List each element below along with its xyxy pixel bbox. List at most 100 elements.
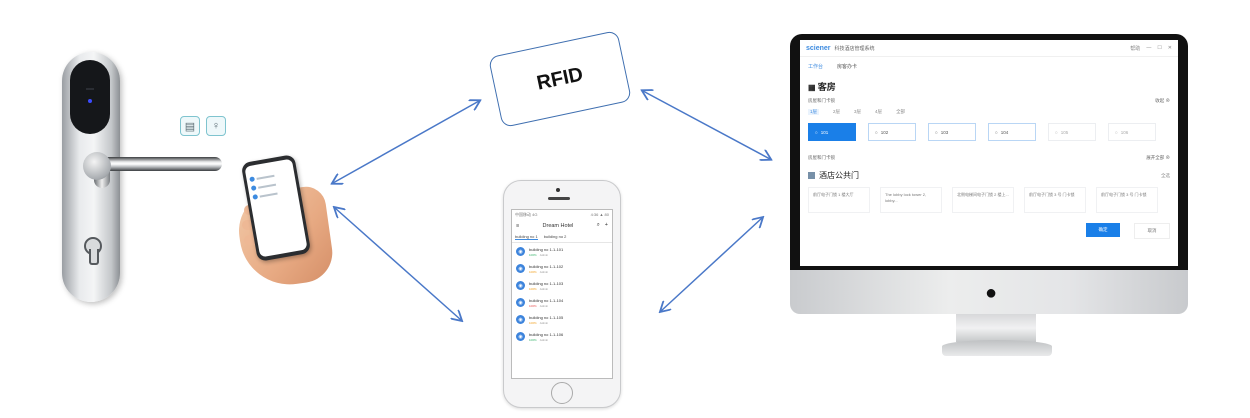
room-name: building no 1-1-103 [529, 280, 564, 286]
status-bar: 中国移动 4G 4:36 ▲ 80 [512, 210, 612, 220]
building-tabs: building no 1 building no 2 [512, 231, 612, 243]
door-icon [808, 172, 815, 179]
room-name: building no 1-1-101 [529, 246, 564, 252]
tab-building-1[interactable]: building no 1 [515, 234, 538, 240]
radio-icon: ○ [815, 129, 818, 135]
radio-icon: ○ [995, 129, 998, 135]
section-header: 房屋和门卡锁 收起 ⊗ [800, 95, 1178, 107]
floor-tab[interactable]: 3层 [854, 109, 862, 114]
room-button[interactable]: ○106 [1108, 123, 1156, 141]
collapse-button[interactable]: 收起 ⊗ [1155, 98, 1170, 103]
room-role: Admin [539, 303, 549, 308]
help-button[interactable]: 帮助 [1130, 45, 1141, 52]
menu-icon[interactable]: ≡ [516, 222, 520, 229]
card-reader-icon: ▤ [180, 116, 200, 136]
room-name: building no 1-1-102 [529, 263, 564, 269]
minimize-icon[interactable]: — [1146, 44, 1152, 51]
radio-icon: ○ [1055, 129, 1058, 135]
room-button[interactable]: ○103 [928, 123, 976, 141]
section-header: 房屋和门卡锁 展开全部 ⊗ [800, 147, 1178, 164]
status-right: 4:36 ▲ 80 [590, 212, 609, 217]
dialog-footer: 确定 取消 [800, 215, 1178, 247]
rooms-icon: ▦ [808, 83, 818, 92]
apple-logo-icon: ● [984, 282, 998, 304]
room-button[interactable]: ○105 [1048, 123, 1096, 141]
page-title: ▦ 客房 [800, 76, 1178, 95]
public-door-card[interactable]: The lobby lock tower 2, lobby... [880, 187, 942, 213]
room-number: 102 [880, 129, 889, 135]
cancel-button[interactable]: 取消 [1134, 223, 1170, 239]
public-door-card[interactable]: 前厅电子门锁 3 号 门卡锁 [1024, 187, 1086, 213]
home-button[interactable] [551, 382, 573, 404]
floor-tab[interactable]: 2层 [833, 109, 841, 114]
hand-finger [244, 235, 260, 245]
room-number: 105 [1060, 129, 1069, 135]
app-header: ≡ Dream Hotel ⌕ + [512, 220, 612, 231]
battery-badge: 100% [529, 269, 537, 274]
radio-icon: ○ [875, 129, 878, 135]
nav-issue-card[interactable]: 房客办卡 [837, 64, 858, 70]
arrow-phone-rfid [333, 101, 479, 183]
top-nav: 工作台 房客办卡 [800, 57, 1178, 76]
search-icon[interactable]: ⌕ [596, 222, 600, 228]
add-icon[interactable]: + [604, 222, 608, 228]
room-name: building no 1-1-104 [529, 297, 564, 303]
lock-rose [83, 152, 111, 180]
monitor-foot [942, 340, 1052, 356]
section-label: 房屋和门卡锁 [808, 98, 835, 103]
close-icon[interactable]: ✕ [1167, 44, 1172, 51]
expand-all-button[interactable]: 展开全部 ⊗ [1146, 155, 1170, 160]
room-role: Admin [539, 286, 549, 291]
arrow-rfid-monitor [643, 91, 770, 159]
window-controls: 帮助 — ☐ ✕ [1130, 45, 1172, 52]
confirm-button[interactable]: 确定 [1086, 223, 1120, 237]
nav-workbench[interactable]: 工作台 [808, 64, 824, 70]
room-role: Admin [539, 269, 549, 274]
door-grid: 前厅电子门锁 1 楼大厅 The lobby lock tower 2, lobb… [800, 185, 1178, 215]
rfid-label: RFID [534, 62, 586, 95]
room-button[interactable]: ○104 [988, 123, 1036, 141]
app-phone-screen: 中国移动 4G 4:36 ▲ 80 ≡ Dream Hotel ⌕ + buil… [511, 209, 613, 379]
room-button[interactable]: ○101 [808, 123, 856, 141]
maximize-icon[interactable]: ☐ [1157, 44, 1162, 51]
arrow-phone-appphone [335, 208, 461, 320]
page-title-text: 客房 [817, 82, 836, 92]
camera-icon [556, 188, 560, 192]
section-label: 房屋和门卡锁 [808, 155, 835, 160]
floor-tab[interactable]: 4层 [875, 109, 883, 114]
key-icon: ♀ [206, 116, 226, 136]
floor-tab[interactable]: 全部 [896, 109, 906, 114]
floor-tab[interactable]: 1层 [808, 109, 820, 115]
battery-badge: 100% [529, 286, 537, 291]
room-number: 103 [940, 129, 949, 135]
battery-badge: 100% [529, 303, 537, 308]
battery-badge: 100% [529, 252, 537, 257]
brand-logo: sciener [806, 44, 831, 52]
room-name: building no 1-1-106 [529, 331, 564, 337]
monitor-screen: sciener 科技酒店管理系统 帮助 — ☐ ✕ 工作台 房客办卡 ▦ 客房 … [800, 40, 1178, 266]
public-door-card[interactable]: 前厅电子门锁 3 号 门卡锁 [1096, 187, 1158, 213]
public-door-card[interactable]: 前厅电子门锁 1 楼大厅 [808, 187, 870, 213]
room-grid: ○101○102○103○104○105○106 [800, 117, 1178, 147]
monitor-chin [790, 270, 1188, 314]
speaker-icon [548, 197, 570, 200]
lock-card-reader [70, 60, 110, 134]
lock-avatar-icon: ◉ [516, 332, 525, 341]
room-button[interactable]: ○102 [868, 123, 916, 141]
app-title: Dream Hotel [542, 222, 574, 229]
public-door-card[interactable]: 北侧电梯间电子门锁 2 楼上... [952, 187, 1014, 213]
room-role: Admin [539, 337, 549, 342]
floor-tabs: 1层 2层 3层 4层 全部 [800, 107, 1178, 117]
tab-building-2[interactable]: building no 2 [543, 234, 567, 239]
status-carrier: 中国移动 4G [515, 212, 538, 217]
select-all-button[interactable]: 全选 [1161, 172, 1170, 178]
room-name: building no 1-1-105 [529, 314, 564, 320]
